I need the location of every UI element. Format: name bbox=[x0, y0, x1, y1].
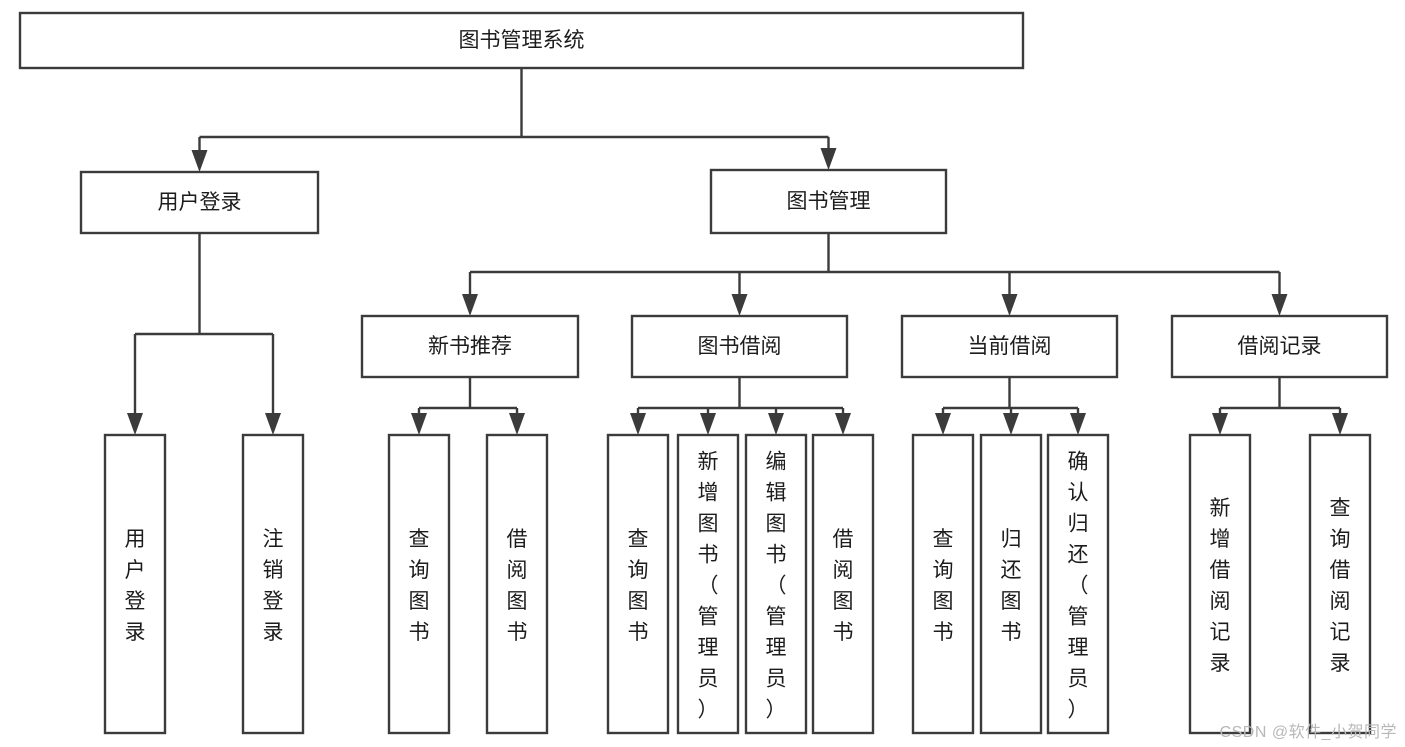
node-label: 图书管理系统 bbox=[459, 29, 585, 52]
node-box bbox=[1046, 433, 1110, 735]
node-label: 新增图书（管理员） bbox=[698, 451, 719, 722]
node-label: 借阅记录 bbox=[1238, 335, 1322, 358]
node-book-manage[interactable]: 图书管理 bbox=[709, 168, 948, 235]
node-label: 当前借阅 bbox=[968, 335, 1052, 358]
node-current-borrow[interactable]: 当前借阅 bbox=[900, 314, 1119, 379]
node-box bbox=[676, 433, 740, 735]
node-box bbox=[811, 433, 875, 735]
node-box bbox=[360, 314, 580, 379]
node-box bbox=[1170, 314, 1389, 379]
node-leaf-rec-borrow[interactable]: 借阅图书 bbox=[485, 433, 549, 735]
arrow-head-icon bbox=[935, 413, 951, 435]
arrow-head-icon bbox=[191, 150, 208, 172]
node-box bbox=[485, 433, 549, 735]
node-label: 借阅图书 bbox=[507, 528, 528, 644]
edge-layer bbox=[127, 68, 1348, 435]
node-box bbox=[1188, 433, 1252, 735]
csdn-watermark: CSDN @软件_小贺同学 bbox=[1219, 724, 1397, 741]
node-box bbox=[1308, 433, 1372, 735]
node-leaf-cur-return[interactable]: 归还图书 bbox=[979, 433, 1043, 735]
arrow-head-icon bbox=[1003, 413, 1019, 435]
arrow-head-icon bbox=[1271, 294, 1288, 316]
node-label: 用户登录 bbox=[158, 191, 242, 214]
node-leaf-rec-query[interactable]: 查询图书 bbox=[387, 433, 451, 735]
node-box bbox=[911, 433, 975, 735]
node-label: 查询图书 bbox=[933, 528, 954, 644]
node-book-borrow[interactable]: 图书借阅 bbox=[630, 314, 849, 379]
node-user-login[interactable]: 用户登录 bbox=[79, 170, 320, 235]
arrow-head-icon bbox=[509, 413, 525, 435]
node-layer: 图书管理系统用户登录图书管理新书推荐图书借阅当前借阅借阅记录用户登录注销登录查询… bbox=[18, 11, 1389, 735]
node-box bbox=[606, 433, 670, 735]
arrow-head-icon bbox=[768, 413, 784, 435]
node-label: 新增借阅记录 bbox=[1210, 497, 1231, 675]
node-borrow-record[interactable]: 借阅记录 bbox=[1170, 314, 1389, 379]
node-root[interactable]: 图书管理系统 bbox=[18, 11, 1025, 70]
node-box bbox=[709, 168, 948, 235]
node-leaf-rec-search[interactable]: 查询借阅记录 bbox=[1308, 433, 1372, 735]
node-box bbox=[103, 433, 167, 735]
arrow-head-icon bbox=[1070, 413, 1086, 435]
node-label: 用户登录 bbox=[125, 528, 146, 644]
node-leaf-borrow-add[interactable]: 新增图书（管理员） bbox=[676, 433, 740, 735]
node-leaf-cur-confirm[interactable]: 确认归还（管理员） bbox=[1046, 433, 1110, 735]
node-label: 编辑图书（管理员） bbox=[766, 451, 787, 722]
node-box bbox=[387, 433, 451, 735]
node-leaf-borrow-do[interactable]: 借阅图书 bbox=[811, 433, 875, 735]
node-leaf-rec-add[interactable]: 新增借阅记录 bbox=[1188, 433, 1252, 735]
node-label: 借阅图书 bbox=[833, 528, 854, 644]
node-box bbox=[979, 433, 1043, 735]
node-label: 新书推荐 bbox=[428, 335, 512, 358]
node-label: 查询图书 bbox=[628, 528, 649, 644]
node-label: 图书借阅 bbox=[698, 335, 782, 358]
node-box bbox=[241, 433, 305, 735]
arrow-head-icon bbox=[1332, 413, 1348, 435]
node-leaf-borrow-edit[interactable]: 编辑图书（管理员） bbox=[744, 433, 808, 735]
arrow-head-icon bbox=[127, 413, 143, 435]
node-label: 查询借阅记录 bbox=[1330, 497, 1351, 675]
arrow-head-icon bbox=[820, 148, 837, 170]
arrow-head-icon bbox=[462, 294, 478, 316]
arrow-head-icon bbox=[835, 413, 851, 435]
arrow-head-icon bbox=[731, 294, 748, 316]
node-new-book-rec[interactable]: 新书推荐 bbox=[360, 314, 580, 379]
arrow-head-icon bbox=[630, 413, 646, 435]
node-label: 注销登录 bbox=[263, 528, 284, 644]
node-box bbox=[79, 170, 320, 235]
arrow-head-icon bbox=[411, 413, 427, 435]
node-leaf-cur-query[interactable]: 查询图书 bbox=[911, 433, 975, 735]
node-leaf-user-logout[interactable]: 注销登录 bbox=[241, 433, 305, 735]
node-label: 归还图书 bbox=[1001, 528, 1022, 644]
node-label: 图书管理 bbox=[787, 190, 871, 213]
arrow-head-icon bbox=[1212, 413, 1228, 435]
node-label: 查询图书 bbox=[409, 528, 430, 644]
node-box bbox=[900, 314, 1119, 379]
node-box bbox=[630, 314, 849, 379]
node-leaf-user-login[interactable]: 用户登录 bbox=[103, 433, 167, 735]
node-leaf-borrow-query[interactable]: 查询图书 bbox=[606, 433, 670, 735]
node-label: 确认归还（管理员） bbox=[1068, 451, 1089, 722]
node-box bbox=[18, 11, 1025, 70]
node-box bbox=[744, 433, 808, 735]
arrow-head-icon bbox=[700, 413, 716, 435]
arrow-head-icon bbox=[1001, 294, 1018, 316]
arrow-head-icon bbox=[265, 413, 281, 435]
